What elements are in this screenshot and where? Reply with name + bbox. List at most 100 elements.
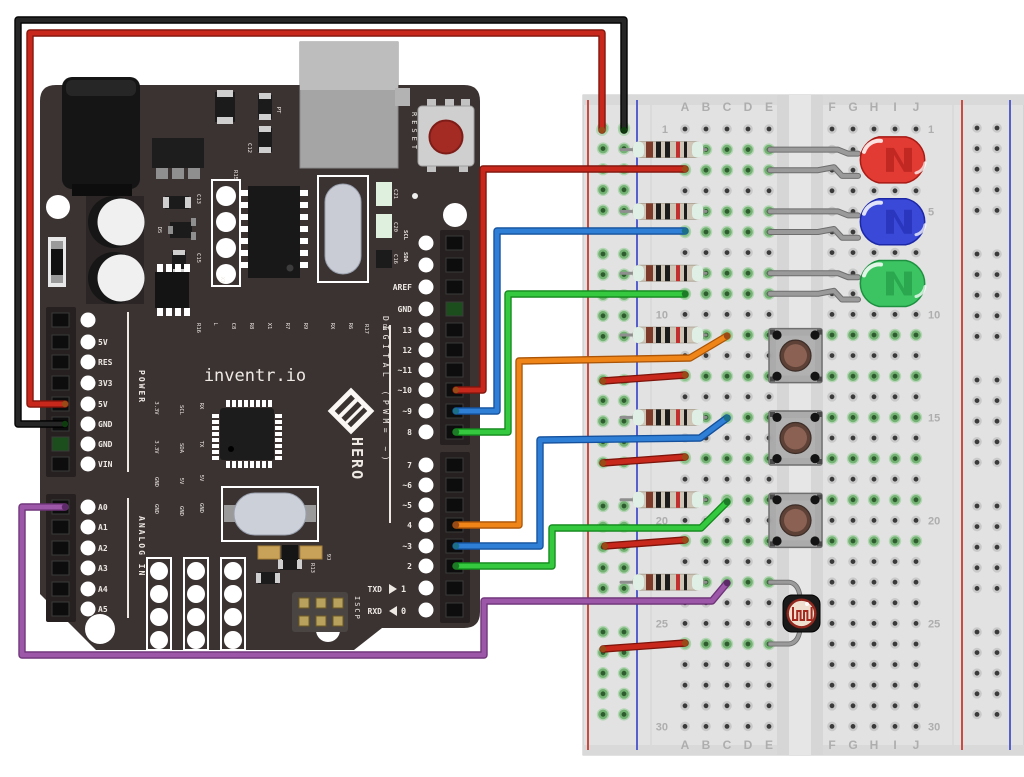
- barrel-jack-lip: [72, 184, 132, 196]
- pin-label-3: ~3: [402, 542, 412, 551]
- breadboard-hole: [619, 563, 629, 573]
- breadboard-label: 30: [928, 721, 940, 733]
- breadboard-hole: [827, 330, 837, 340]
- mount-hole: [443, 203, 467, 227]
- mount-hole: [46, 195, 70, 219]
- wire-gnd-black: [14, 16, 630, 428]
- breadboard-hole: [743, 433, 753, 443]
- breadboard-label: 30: [656, 721, 668, 733]
- breadboard-label: H: [870, 738, 879, 752]
- breadboard-hole: [619, 709, 629, 720]
- breadboard-hole: [972, 542, 982, 553]
- breadboard-label: G: [848, 738, 857, 752]
- breadboard-hole: [869, 350, 879, 361]
- breadboard-label: G: [848, 100, 857, 114]
- breadboard-hole: [992, 501, 1002, 511]
- breadboard-hole: [848, 474, 858, 485]
- breadboard-hole: [619, 249, 629, 259]
- breadboard-hole: [619, 184, 629, 195]
- breadboard-hole: [598, 416, 608, 427]
- breadboard-hole: [722, 350, 732, 361]
- breadboard-hole: [743, 659, 753, 670]
- breadboard-hole: [869, 494, 879, 505]
- breadboard-components: [619, 136, 927, 647]
- silkscreen-C20: C20: [392, 222, 398, 232]
- jumper-5v-row26: [599, 637, 691, 653]
- pin-label-13: 13: [402, 326, 412, 335]
- breadboard-hole: [827, 680, 837, 691]
- breadboard-label: E: [765, 738, 773, 752]
- txd-label: TXD: [368, 585, 383, 594]
- pin-label-12: 12: [402, 346, 412, 355]
- breadboard-hole: [827, 474, 837, 485]
- breadboard-hole: [701, 227, 711, 237]
- silkscreen-33V: 3.3V: [153, 401, 159, 415]
- digital-pins-label: DIGITAL (PWM= ~): [381, 316, 390, 465]
- breadboard-hole: [911, 391, 921, 402]
- mcu-chip: [212, 400, 282, 468]
- breadboard-hole: [743, 556, 753, 567]
- resistor: [619, 141, 708, 159]
- breadboard-hole: [869, 453, 879, 464]
- breadboard-hole: [722, 185, 732, 196]
- arduino-board: inventr.io HERO DIGITAL (PWM= ~) POWER A…: [40, 41, 480, 651]
- breadboard-hole: [764, 721, 774, 732]
- breadboard-hole: [972, 627, 982, 637]
- proto-grid: [146, 557, 246, 651]
- breadboard-hole: [722, 701, 732, 711]
- breadboard-hole: [972, 331, 982, 342]
- breadboard-hole: [848, 288, 858, 299]
- breadboard-hole: [848, 185, 858, 196]
- breadboard-hole: [722, 206, 732, 217]
- silkscreen-R8: R8: [248, 323, 254, 330]
- arduino-pcb: [40, 85, 480, 650]
- breadboard-hole: [722, 227, 732, 237]
- analog-section-label: ANALOG IN: [137, 516, 146, 577]
- breadboard-label: 25: [656, 618, 668, 630]
- breadboard-hole: [764, 185, 774, 196]
- breadboard-hole: [743, 453, 753, 464]
- breadboard-hole: [722, 618, 732, 629]
- breadboard-hole: [848, 680, 858, 691]
- breadboard-hole: [619, 395, 629, 406]
- breadboard-hole: [848, 494, 858, 505]
- rx-pin-number: 0: [401, 607, 406, 617]
- breadboard-hole: [972, 205, 982, 216]
- breadboard-hole: [743, 309, 753, 320]
- breadboard-hole: [992, 249, 1002, 259]
- breadboard-hole: [764, 474, 774, 485]
- breadboard-hole: [848, 556, 858, 567]
- wire-d3-blue: [452, 412, 733, 550]
- breadboard-hole: [722, 721, 732, 732]
- breadboard-hole: [869, 371, 879, 382]
- breadboard-hole: [992, 123, 1002, 133]
- breadboard-hole: [972, 521, 982, 532]
- breadboard-hole: [869, 659, 879, 670]
- pin-label-A5: A5: [98, 605, 108, 614]
- breadboard-hole: [701, 639, 711, 649]
- breadboard-label: 5: [928, 206, 934, 218]
- breadboard-hole: [827, 124, 837, 134]
- breadboard-hole: [680, 721, 690, 732]
- breadboard-label: F: [828, 738, 835, 752]
- wire-d9-blue: [452, 225, 691, 415]
- breadboard-hole: [827, 721, 837, 732]
- breadboard-hole: [701, 453, 711, 464]
- silkscreen-TX: TX: [198, 441, 204, 448]
- breadboard-hole: [598, 143, 608, 154]
- silkscreen-X1: X1: [266, 323, 272, 330]
- wire-d4-orange: [452, 330, 733, 529]
- breadboard-hole: [890, 721, 900, 732]
- breadboard-hole: [598, 563, 608, 573]
- breadboard-hole: [722, 165, 732, 175]
- breadboard-hole: [743, 227, 753, 237]
- reset-button: [417, 99, 475, 172]
- breadboard-hole: [911, 433, 921, 443]
- breadboard-hole: [764, 247, 774, 258]
- crystal-oscillator: [317, 175, 369, 283]
- breadboard-hole: [911, 350, 921, 361]
- breadboard-hole: [827, 701, 837, 711]
- via-dot: [412, 193, 418, 199]
- breadboard-hole: [743, 701, 753, 711]
- smd-diode: [48, 237, 66, 287]
